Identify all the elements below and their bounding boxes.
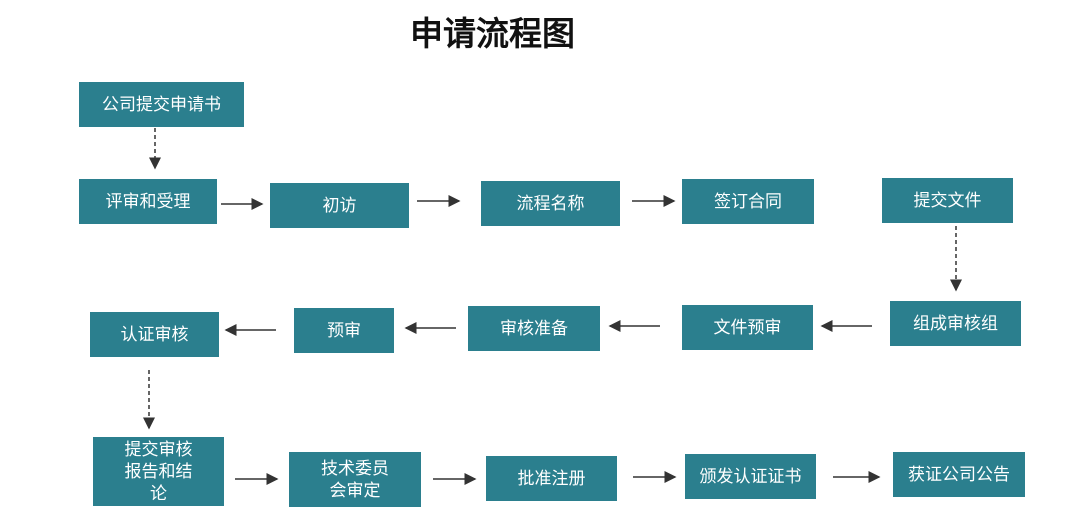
diagram-title: 申请流程图	[410, 14, 575, 53]
step-review-accept: 评审和受理	[79, 179, 217, 224]
step-submit-documents: 提交文件	[882, 178, 1013, 223]
step-pre-audit: 预审	[294, 308, 394, 353]
step-certification-audit: 认证审核	[90, 312, 219, 357]
step-initial-visit: 初访	[270, 183, 409, 228]
step-issue-certificate: 颁发认证证书	[685, 454, 816, 499]
step-company-announcement: 获证公司公告	[893, 452, 1025, 497]
step-submit-audit-report: 提交审核报告和结论	[93, 437, 224, 506]
step-form-audit-team: 组成审核组	[890, 301, 1021, 346]
step-submit-application: 公司提交申请书	[79, 82, 244, 127]
step-audit-preparation: 审核准备	[468, 306, 600, 351]
step-tech-committee-review: 技术委员会审定	[289, 452, 421, 507]
step-process-name: 流程名称	[481, 181, 620, 226]
step-approve-register: 批准注册	[486, 456, 617, 501]
step-sign-contract: 签订合同	[682, 179, 814, 224]
step-document-prereview: 文件预审	[682, 305, 813, 350]
